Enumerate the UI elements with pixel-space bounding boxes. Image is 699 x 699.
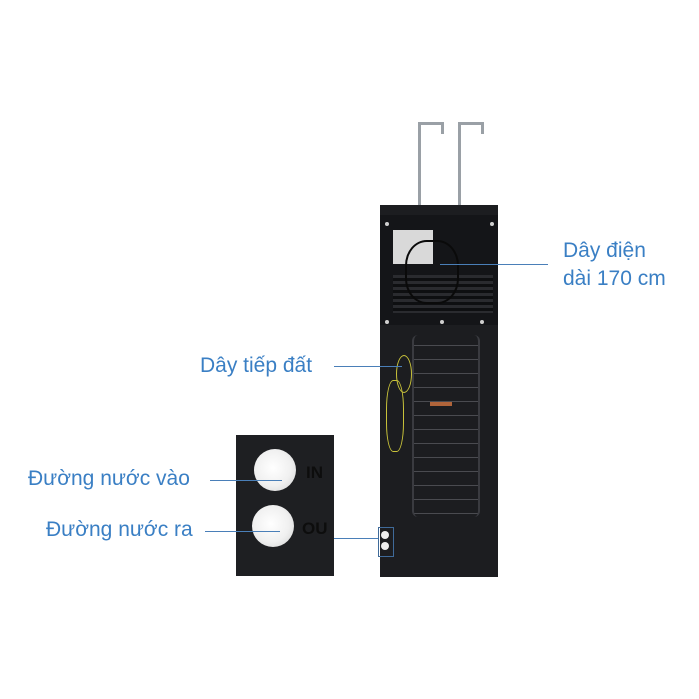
screw [490, 222, 494, 226]
power-cord-label-line2: dài 170 cm [563, 267, 666, 290]
screw [385, 320, 389, 324]
inlet-port [254, 449, 296, 491]
ground-wire-label: Dây tiếp đất [200, 354, 313, 377]
power-cord-leader-line [440, 264, 548, 265]
mini-outlet [381, 542, 389, 550]
outlet-marking: OU [302, 519, 328, 538]
water-inlet-label: Đường nước vào [28, 467, 190, 490]
power-cord-label-line1: Dây điện [563, 239, 646, 262]
outlet-to-machine-line [334, 538, 378, 539]
water-outlet-leader-line [205, 531, 280, 532]
water-inlet-leader-line [210, 480, 282, 481]
screw [385, 222, 389, 226]
water-outlet-label: Đường nước ra [46, 518, 193, 541]
mini-inlet [381, 531, 389, 539]
condenser-coil [412, 335, 480, 517]
outlet-port [252, 505, 294, 547]
ground-wire-leader-line [334, 366, 402, 367]
ground-wire-loop [386, 380, 404, 452]
water-ports-closeup: IN OU [236, 435, 334, 576]
ground-wire [396, 355, 412, 393]
copper-pipe [430, 402, 452, 406]
screw [440, 320, 444, 324]
screw [480, 320, 484, 324]
inlet-marking: IN [306, 463, 323, 482]
water-port-highlight [378, 527, 394, 557]
power-cord [405, 240, 459, 304]
